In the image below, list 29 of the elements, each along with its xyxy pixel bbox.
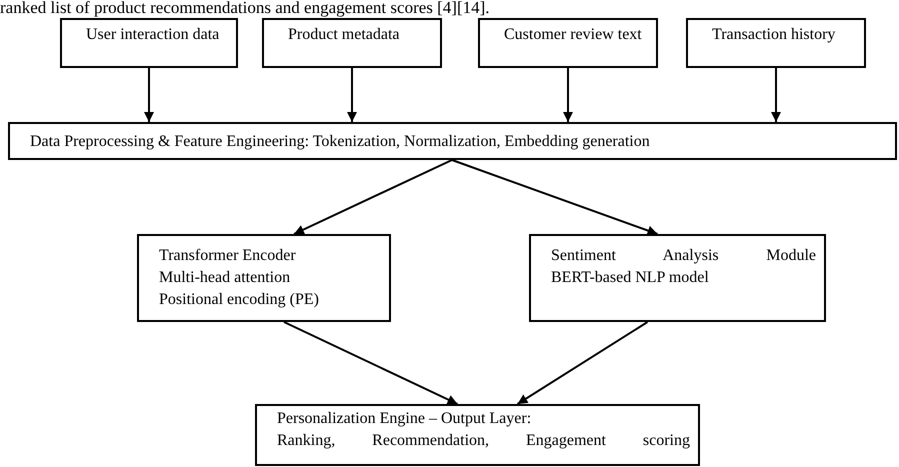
- arrow: [347, 68, 357, 122]
- process-box: [60, 18, 238, 68]
- process-box: [478, 18, 658, 68]
- arrow: [452, 159, 658, 236]
- box-title: Personalization Engine – Output Layer:: [277, 409, 532, 429]
- box-text: Multi-head attention: [159, 268, 292, 288]
- arrow: [563, 68, 573, 122]
- box-title: Product metadata: [288, 25, 401, 45]
- arrow: [771, 68, 781, 122]
- process-box: [8, 122, 897, 160]
- box-title: Transaction history: [712, 25, 836, 45]
- box-title: Transformer Encoder: [159, 246, 297, 266]
- process-box: [255, 404, 700, 466]
- arrow: [294, 159, 452, 235]
- process-box: [529, 234, 826, 322]
- process-box: [262, 18, 442, 68]
- box-text: Positional encoding (PE): [159, 290, 320, 310]
- box-title: Customer review text: [504, 25, 643, 45]
- process-box: [686, 18, 866, 68]
- box-title: Data Preprocessing & Feature Engineering: Tokenization, Normalization, Embedding generation: [30, 132, 651, 152]
- box-title: User interaction data: [86, 25, 220, 45]
- process-box: [137, 234, 391, 322]
- box-title: Sentiment Analysis Module: [551, 246, 816, 266]
- box-text: Ranking, Recommendation, Engagement scoring: [277, 431, 690, 451]
- arrow: [516, 321, 648, 405]
- arrow: [284, 321, 458, 405]
- arrow: [144, 68, 154, 122]
- box-text: BERT-based NLP model: [551, 268, 710, 288]
- caption-text: ranked list of product recommendations and engagement scores [4][14].: [0, 0, 490, 17]
